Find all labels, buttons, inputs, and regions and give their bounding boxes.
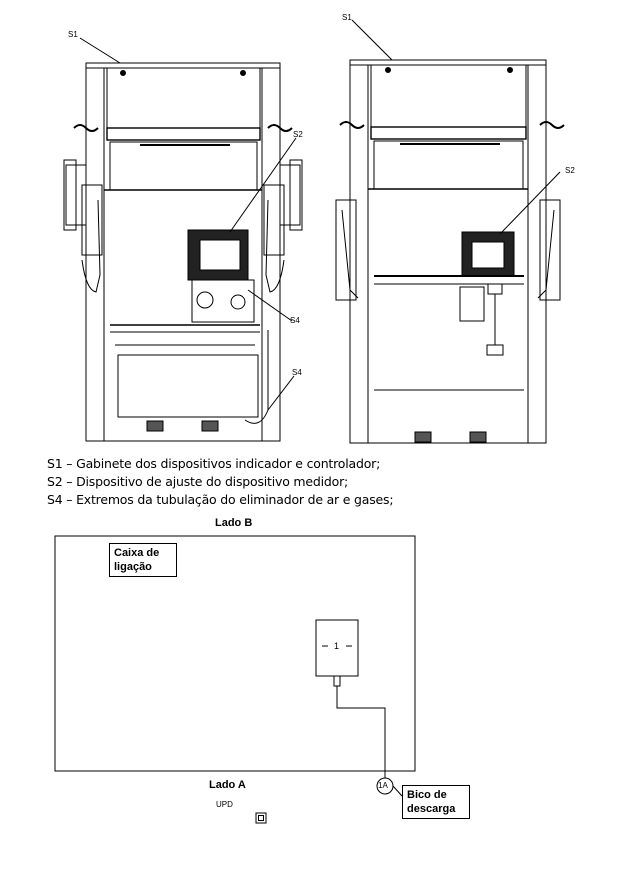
dispenser-drawings [63, 19, 565, 444]
side-b-label: Lado B [215, 517, 253, 529]
upd-label: UPD [216, 800, 233, 809]
legend-item-s1: S1 – Gabinete dos dispositivos indicador… [47, 456, 381, 471]
legend-item-s2: S2 – Dispositivo de ajuste do dispositiv… [47, 474, 349, 489]
wire-to-nozzle [336, 686, 386, 778]
right-dispenser [335, 19, 565, 444]
upd-square [255, 812, 267, 824]
legend: S1 – Gabinete dos dispositivos indicador… [47, 455, 394, 509]
callout-s2-left: S2 [293, 130, 303, 139]
callout-s2-right: S2 [565, 166, 575, 175]
unit-number: 1 [334, 641, 340, 651]
callout-s4-left-upper: S4 [290, 316, 300, 325]
nozzle-marker: 1A [378, 781, 388, 790]
callout-s4-left-lower: S4 [292, 368, 302, 377]
legend-item-s4: S4 – Extremos da tubulação do eliminador… [47, 492, 394, 507]
callout-s1-right: S1 [342, 13, 352, 22]
left-dispenser [63, 37, 303, 442]
nozzle-box-label: Bico de descarga [402, 785, 470, 819]
side-a-label: Lado A [209, 779, 246, 791]
junction-box-label: Caixa de ligação [109, 543, 177, 577]
callout-s1-left: S1 [68, 30, 78, 39]
